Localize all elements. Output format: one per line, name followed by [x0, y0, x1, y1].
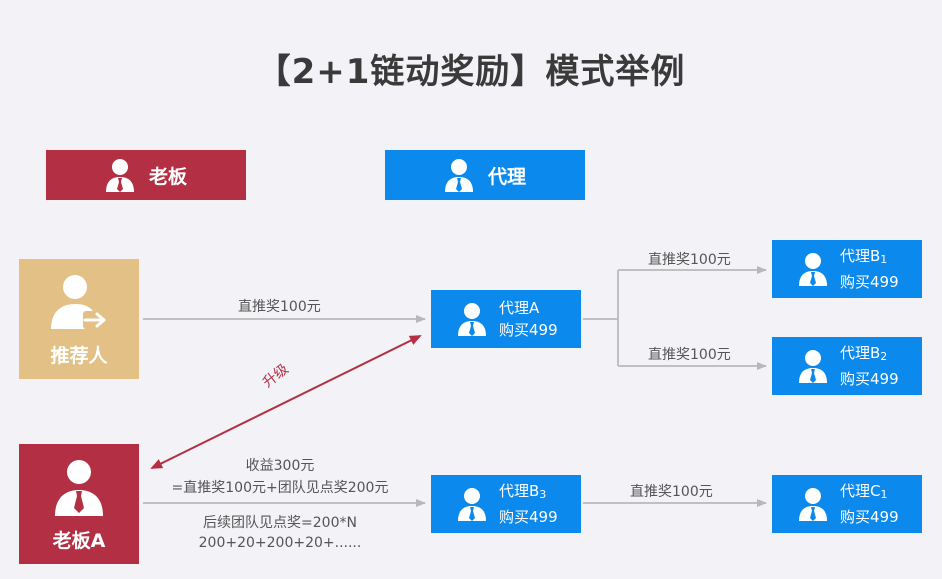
edge-label-b3-to-c1: 直推奖100元 [630, 484, 713, 500]
node-agent-b2: 代理B2 购买499 [772, 337, 922, 395]
edge-label-a-to-b2: 直推奖100元 [648, 347, 731, 363]
legend-boss-label: 老板 [148, 165, 187, 188]
agent-person-icon [458, 488, 486, 521]
boss-a-box: 老板A [19, 444, 139, 564]
agent-person-icon [799, 350, 827, 383]
node-name: 代理C [840, 482, 881, 500]
boss-a-income-line-2: =直推奖100元+团队见点奖200元 [171, 480, 389, 496]
node-name-sub: 1 [880, 488, 888, 501]
node-price: 购买499 [840, 508, 899, 526]
legend-agent-label: 代理 [487, 165, 526, 188]
node-name: 代理B [840, 247, 881, 265]
agent-person-icon [799, 488, 827, 521]
referrer-box: 推荐人 [19, 259, 139, 379]
boss-a-followup-line-2: 200+20+200+20+...... [198, 535, 362, 551]
boss-a-income-line-1: 收益300元 [245, 458, 315, 474]
node-name: 代理B [840, 344, 881, 362]
boss-person-icon [105, 159, 134, 192]
node-agent-c1: 代理C1 购买499 [772, 475, 922, 533]
referrer-person-icon [51, 274, 109, 329]
page-title: 【2+1链动奖励】模式举例 [256, 52, 686, 92]
node-name: 代理A [499, 299, 540, 317]
referrer-label: 推荐人 [50, 344, 108, 367]
legend-agent: 代理 [385, 150, 585, 200]
node-agent-a: 代理A 购买499 [431, 290, 581, 348]
node-agent-b3: 代理B3 购买499 [431, 475, 581, 533]
node-agent-b1: 代理B1 购买499 [772, 240, 922, 298]
node-name-sub: 3 [539, 488, 547, 501]
node-price: 购买499 [499, 508, 558, 526]
agent-person-icon [444, 159, 473, 192]
edge-label-referrer-to-a: 直推奖100元 [238, 299, 321, 315]
boss-a-person-icon [55, 459, 103, 516]
edge-label-a-to-b1: 直推奖100元 [648, 252, 731, 268]
legend-boss: 老板 [46, 150, 246, 200]
edge-upgrade [150, 335, 422, 469]
node-name-sub: 2 [880, 350, 888, 363]
node-price: 购买499 [840, 370, 899, 388]
node-price: 购买499 [840, 273, 899, 291]
agent-person-icon [799, 253, 827, 286]
boss-a-label: 老板A [52, 529, 106, 552]
agent-person-icon [458, 303, 486, 336]
node-name: 代理B [499, 482, 540, 500]
node-price: 购买499 [499, 321, 558, 339]
boss-a-followup-line-1: 后续团队见点奖=200*N [203, 515, 357, 531]
node-name-sub: 1 [880, 253, 888, 266]
